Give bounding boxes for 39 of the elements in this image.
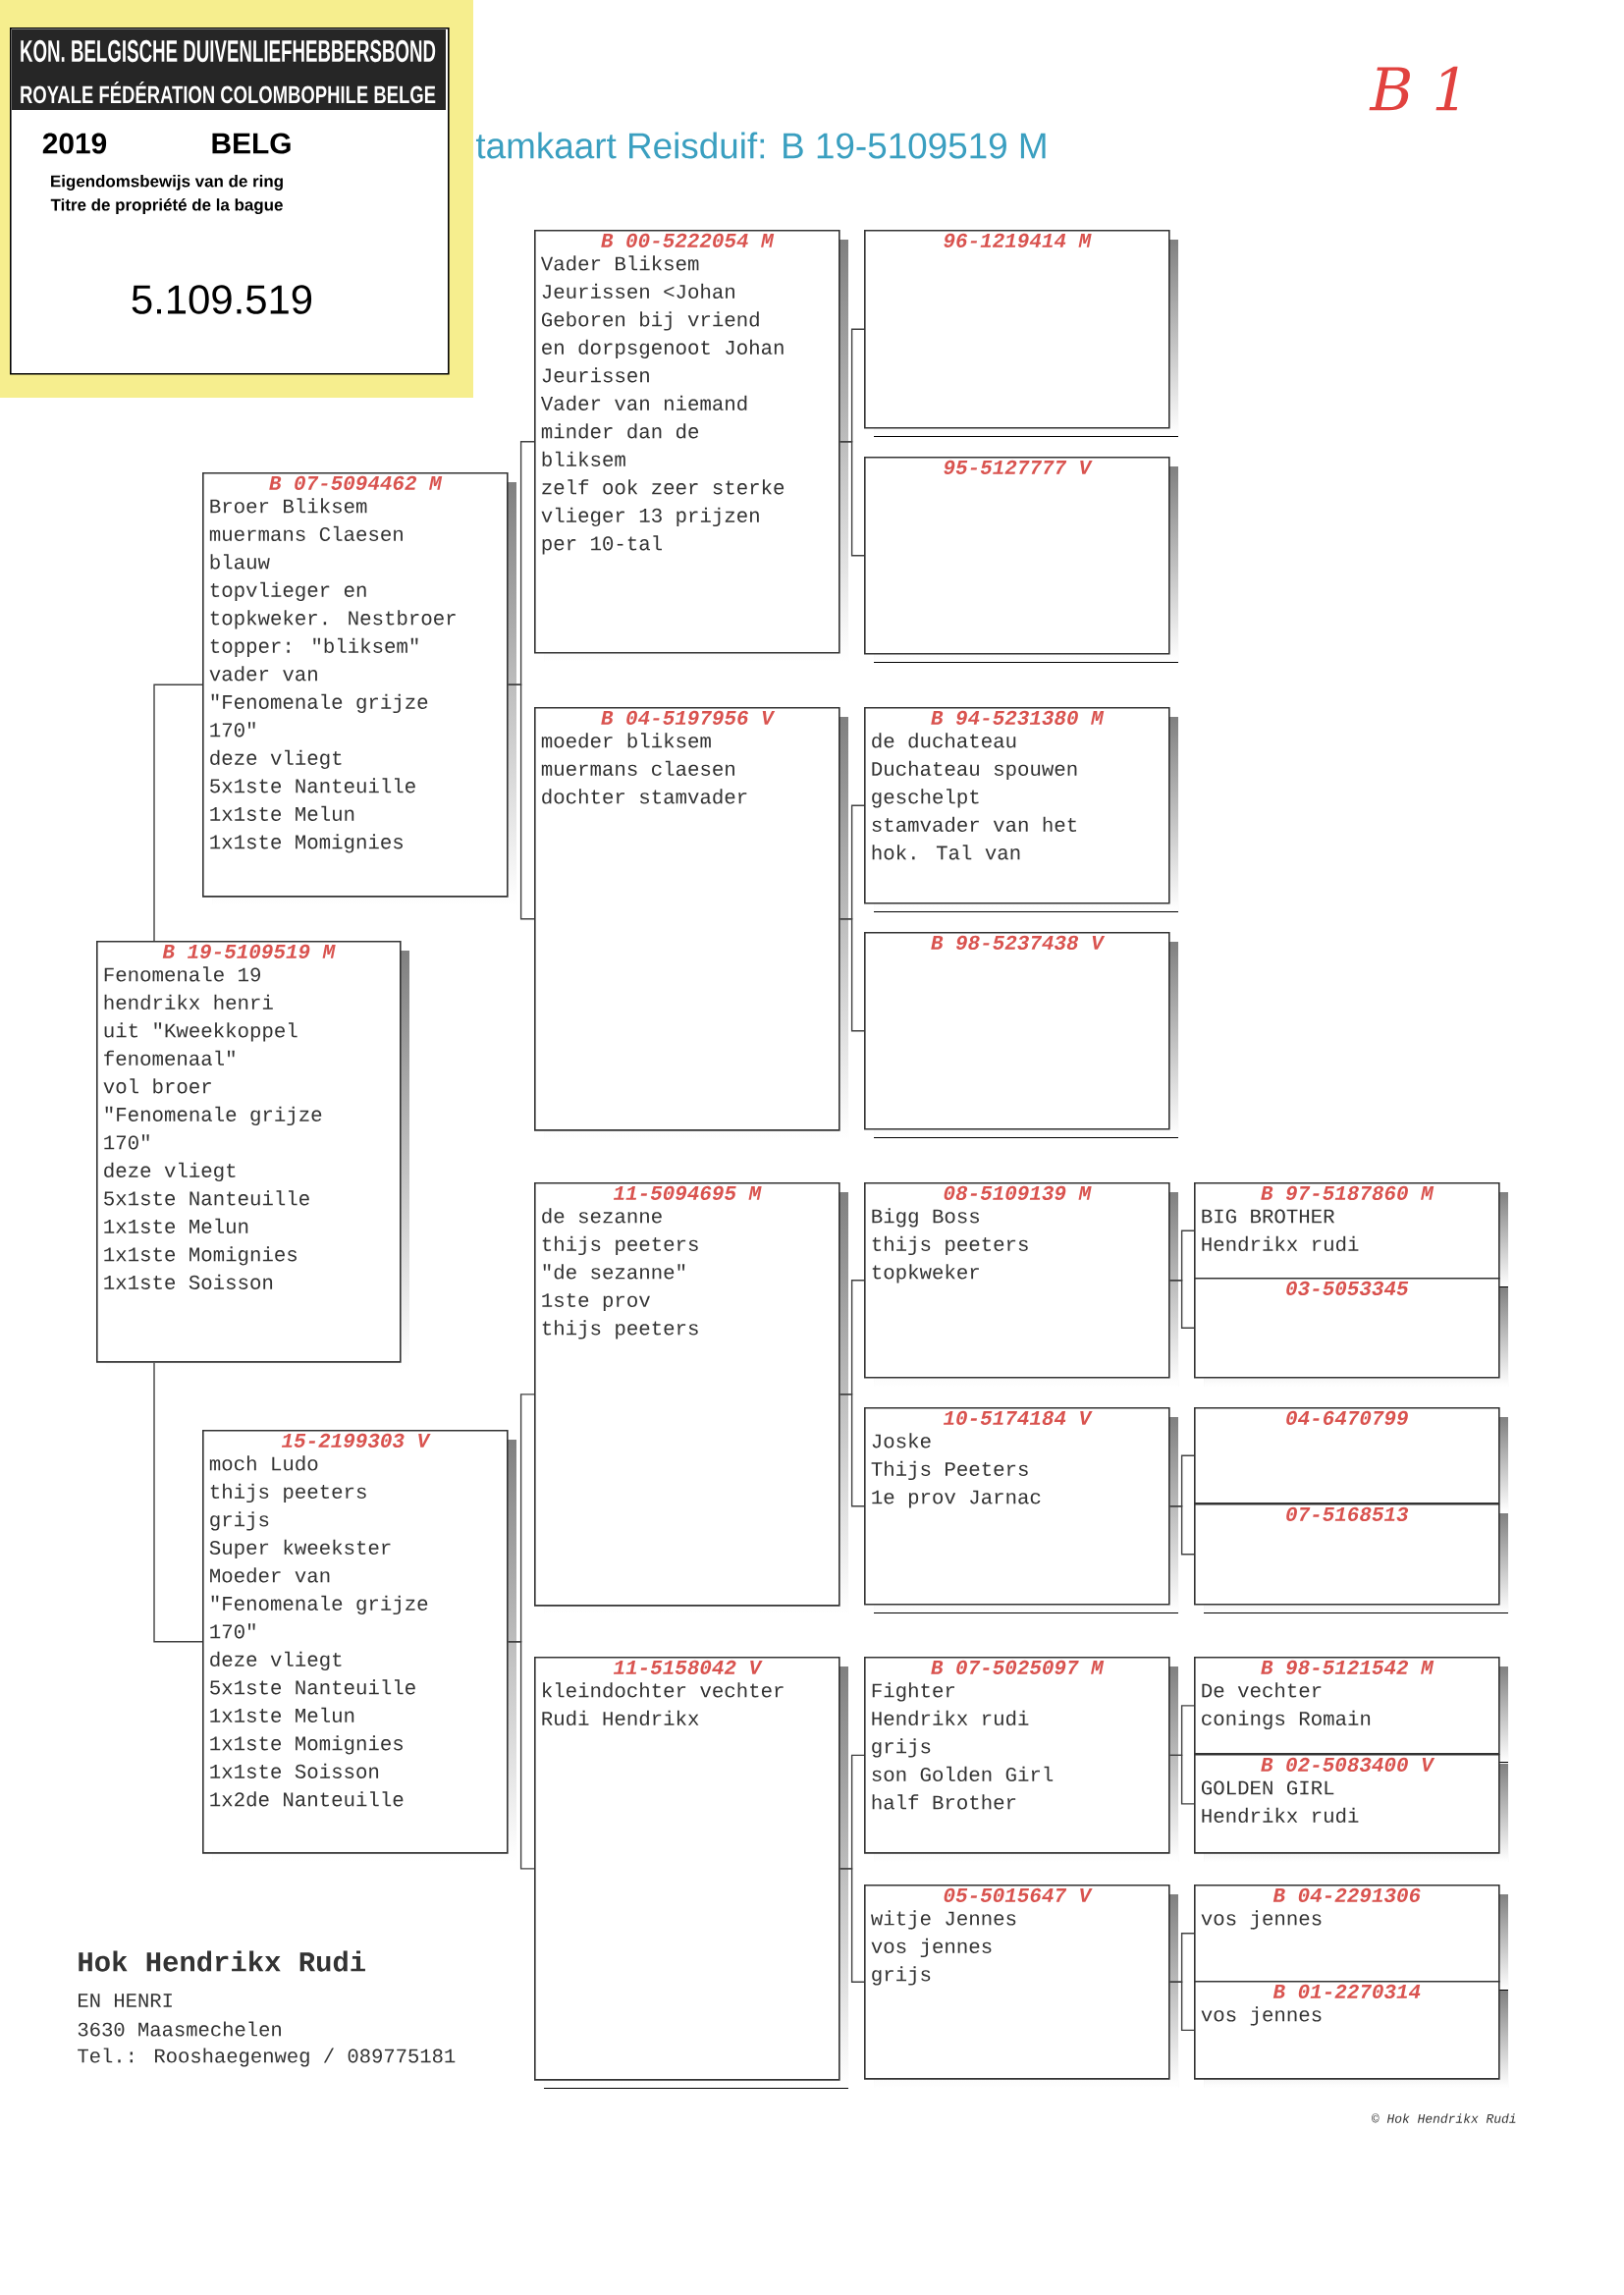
ring-card: KON. BELGISCHE DUIVENLIEFHEBBERSBOND ROYALE FÉDÉRATION COLOMBOPHILE BELGE 2019 BELG Eigendomsbewijs van de ring Titre de propriété de la bague 5.109.519 <box>0 0 473 398</box>
address-line: 3630 Maasmechelen <box>78 2021 281 2037</box>
pedigree-box: 05-5015647 V witje Jennes vos jennes grijs <box>864 1885 1178 2088</box>
pedigree-box: 15-2199303 V moch Ludo thijs peeters grijs Super kweekster Moeder van "Fenomenale grijze 170" deze vliegt 5x1ste Nanteuille 1x1ste Melun 1x1ste Momignies 1x1ste Soisson 1x2de Nanteuille <box>202 1430 516 1862</box>
owner-name: Hok Hendrikx Rudi <box>79 1950 365 1972</box>
pedigree-box: B 01-2270314 vos jennes <box>1194 1981 1508 2088</box>
connector-line <box>839 1393 865 1507</box>
connector-line <box>1168 1754 1195 1805</box>
connector-line <box>1168 1505 1195 1556</box>
pedigree-box: 10-5174184 V Joske Thijs Peeters 1e prov Jarnac <box>864 1407 1178 1613</box>
pedigree-box: 03-5053345 <box>1194 1278 1508 1387</box>
address-line: EN HENRI <box>79 1994 172 2007</box>
pedigree-box: B 00-5222054 M Vader Bliksem Jeurissen <Johan Geboren bij vriend en dorpsgenoot Johan Jeurissen Vader van niemand minder dan de bliksem zelf ook zeer sterke vlieger 13 prijzen per 10-tal <box>534 230 848 662</box>
connector-line <box>507 683 535 920</box>
pedigree-box: 08-5109139 M Bigg Boss thijs peeters topkweker <box>864 1182 1178 1387</box>
connector-line <box>1168 1280 1195 1329</box>
pedigree-box: 07-5168513 <box>1194 1503 1508 1613</box>
pedigree-box: 11-5158042 V kleindochter vechter Rudi Hendrikx <box>534 1657 848 2089</box>
pedigree-box: B 07-5025097 M Fighter Hendrikx rudi grijs son Golden Girl half Brother <box>864 1657 1178 1862</box>
pedigree-box: 96-1219414 M <box>864 230 1178 437</box>
connector-line <box>1168 1981 1195 2032</box>
pedigree-box: B 02-5083400 V GOLDEN GIRL Hendrikx rudi <box>1194 1754 1508 1862</box>
connector-line <box>153 1361 203 1643</box>
pedigree-box: 11-5094695 M de sezanne thijs peeters "de sezanne" 1ste prov thijs peeters <box>534 1182 848 1614</box>
connector-line <box>839 1868 865 1983</box>
connector-line <box>839 918 865 1032</box>
pedigree-box: B 07-5094462 M Broer Bliksem muermans Claesen blauw topvlieger en topkweker. Nestbroer topper: "bliksem" vader van "Fenomenale grijze 170" deze vliegt 5x1ste Nanteuille 1x1ste Melun 1x1ste Momignies <box>202 472 516 905</box>
pedigree-box: B 04-5197956 V moeder bliksem muermans claesen dochter stamvader <box>534 707 848 1139</box>
connector-line <box>507 1641 535 1870</box>
connector-line <box>153 683 203 942</box>
pedigree-box: B 98-5237438 V <box>864 932 1178 1138</box>
pedigree-box: B 19-5109519 M Fenomenale 19 hendrikx henri uit "Kweekkoppel fenomenaal" vol broer "Fenomenale grijze 170" deze vliegt 5x1ste Nanteuille 1x1ste Melun 1x1ste Momignies 1x1ste Soisson <box>96 941 409 1371</box>
pedigree-box: B 94-5231380 M de duchateau Duchateau spouwen geschelpt stamvader van het hok. Tal van <box>864 707 1178 912</box>
title: tamkaart Reisduif: B 19-5109519 M <box>475 132 1046 159</box>
copyright-note: © Hok Hendrikx Rudi <box>1372 2113 1516 2123</box>
address-line: Tel.: Rooshaegenweg / 089775181 <box>78 2048 456 2067</box>
pedigree-box: 95-5127777 V <box>864 457 1178 663</box>
connector-line <box>839 441 865 557</box>
handwritten-note: B 1 <box>1369 66 1458 111</box>
